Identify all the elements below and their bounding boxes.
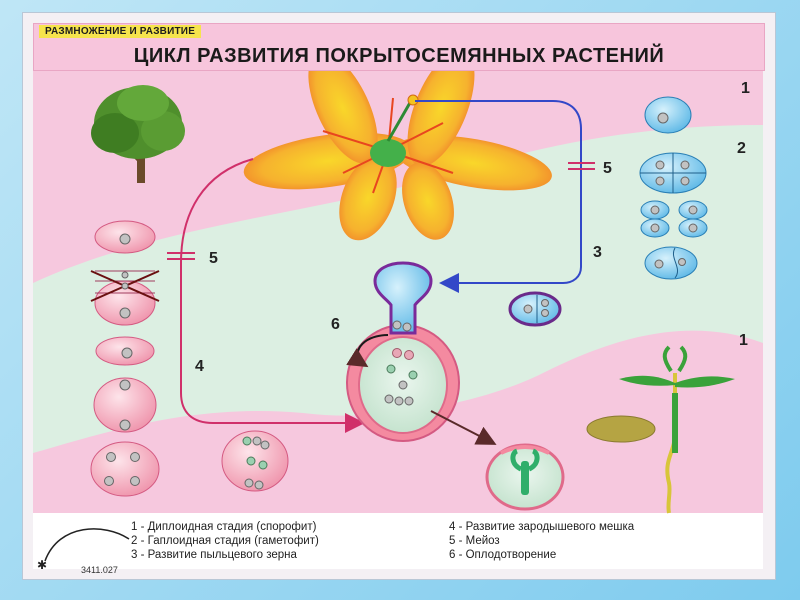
star-icon: ✱ — [37, 558, 47, 572]
seed-with-embryo — [485, 443, 565, 511]
ovule-with-pollen-tube — [346, 261, 460, 442]
marker-5-right: 5 — [603, 160, 612, 177]
blue-arrow — [415, 100, 582, 293]
life-cycle-diagram: 1 2 5 3 5 4 6 1 ✱ — [33, 49, 763, 572]
legend-item-2: 2 - Гаплоидная стадия (гаметофит) — [131, 535, 319, 547]
legend: 1 - Диплоидная стадия (спорофит) 2 - Гап… — [51, 521, 775, 567]
section-label: РАЗМНОЖЕНИЕ И РАЗВИТИЕ — [39, 25, 202, 38]
magenta-arrow — [180, 158, 365, 433]
flower-illustration — [243, 49, 552, 241]
megaspore-cells — [90, 220, 160, 497]
legend-item-5: 5 - Мейоз — [449, 535, 500, 547]
pollen-grain — [508, 291, 562, 327]
marker-1-seedling: 1 — [739, 332, 748, 349]
marker-4: 4 — [195, 358, 204, 375]
marker-5-left: 5 — [209, 250, 218, 267]
mature-embryo-sac — [221, 430, 289, 492]
legend-panel — [33, 513, 763, 569]
seed-arrow — [430, 410, 497, 445]
poster: 1 2 5 3 5 4 6 1 ✱ РАЗМНОЖЕНИЕ И РАЗВИТИЕ… — [22, 12, 776, 580]
legend-item-6: 6 - Оплодотворение — [449, 549, 557, 561]
marker-2: 2 — [737, 140, 746, 157]
legend-arc-icon — [44, 528, 130, 562]
legend-item-4: 4 - Развитие зародышевого мешка — [449, 521, 635, 533]
marker-3: 3 — [593, 244, 602, 261]
seedling-illustration — [586, 345, 735, 514]
legend-item-1: 1 - Диплоидная стадия (спорофит) — [131, 521, 317, 533]
marker-1-top: 1 — [741, 80, 750, 97]
tree-illustration — [91, 85, 185, 183]
microspore-cells — [639, 96, 708, 280]
catalog-code: 3411.027 — [81, 565, 118, 575]
marker-6: 6 — [331, 316, 340, 333]
legend-item-3: 3 - Развитие пыльцевого зерна — [131, 549, 297, 561]
page-title: ЦИКЛ РАЗВИТИЯ ПОКРЫТОСЕМЯННЫХ РАСТЕНИЙ — [133, 45, 665, 67]
